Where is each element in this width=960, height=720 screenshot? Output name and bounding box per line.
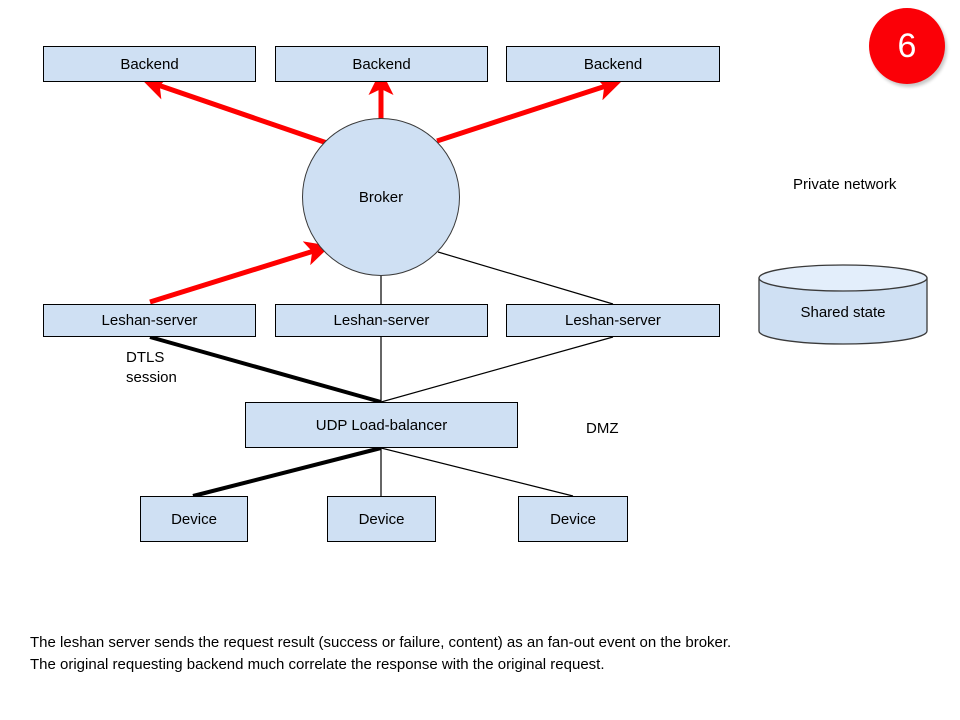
node-broker-label: Broker	[358, 188, 404, 206]
node-leshan-server-3-label: Leshan-server	[565, 312, 661, 329]
label-dmz: DMZ	[586, 420, 619, 437]
edge-leshan-server-1-to-broker	[149, 241, 331, 305]
node-udp-load-balancer[interactable]: UDP Load-balancer	[245, 402, 518, 448]
step-badge: 6	[869, 8, 945, 84]
node-backend-1[interactable]: Backend	[43, 46, 256, 82]
node-backend-3[interactable]: Backend	[506, 46, 720, 82]
node-device-2[interactable]: Device	[327, 496, 436, 542]
slide-caption: The leshan server sends the request resu…	[30, 634, 732, 673]
node-leshan-server-3[interactable]: Leshan-server	[506, 304, 720, 337]
label-private-network: Private network	[793, 176, 897, 193]
node-backend-3-label: Backend	[583, 55, 643, 73]
node-device-2-label: Device	[358, 510, 405, 528]
node-udp-load-balancer-label: UDP Load-balancer	[315, 416, 448, 434]
edge-leshan-server-3-to-load-balancer	[380, 336, 614, 403]
edge-broker-to-backend-1	[141, 75, 328, 146]
node-backend-2-label: Backend	[352, 55, 411, 73]
database-cylinder-icon	[758, 264, 928, 345]
node-leshan-server-1[interactable]: Leshan-server	[43, 304, 256, 337]
node-device-1-label: Device	[171, 510, 217, 528]
edge-leshan-server-1-to-load-balancer	[149, 335, 382, 404]
label-dtls-session: DTLS session	[126, 349, 177, 386]
node-leshan-server-2[interactable]: Leshan-server	[275, 304, 488, 337]
node-device-1[interactable]: Device	[140, 496, 248, 542]
edge-leshan-server-3-to-broker	[437, 251, 614, 305]
node-broker[interactable]: Broker	[302, 118, 460, 276]
edge-load-balancer-to-device-1	[192, 446, 382, 498]
node-shared-state-label: Shared state	[800, 304, 886, 321]
node-device-3-label: Device	[550, 510, 596, 528]
edge-broker-to-backend-3	[436, 76, 623, 144]
node-shared-state[interactable]: Shared state	[758, 264, 928, 345]
node-backend-1-label: Backend	[120, 55, 179, 73]
node-backend-2[interactable]: Backend	[275, 46, 488, 82]
step-badge-number: 6	[897, 27, 917, 65]
node-leshan-server-1-label: Leshan-server	[101, 312, 198, 329]
node-leshan-server-2-label: Leshan-server	[333, 312, 430, 329]
node-device-3[interactable]: Device	[518, 496, 628, 542]
edge-load-balancer-to-device-3	[380, 447, 574, 497]
